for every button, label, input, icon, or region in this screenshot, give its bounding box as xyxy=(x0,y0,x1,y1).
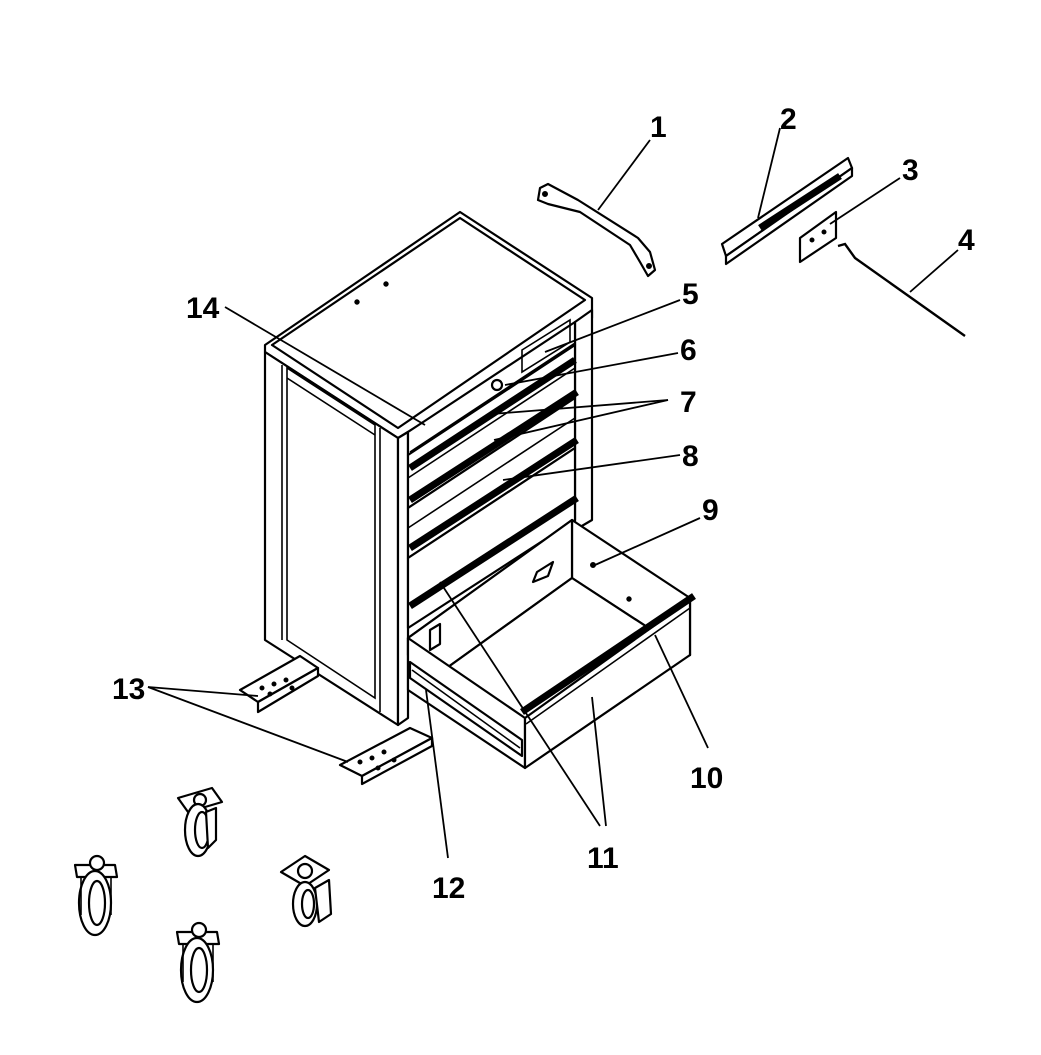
open-drawer xyxy=(406,518,696,770)
callout-10: 10 xyxy=(690,762,723,795)
caster-1 xyxy=(176,786,224,858)
callout-6: 6 xyxy=(680,334,697,367)
leader-lines xyxy=(147,127,959,859)
cabinet-body xyxy=(263,210,594,727)
caster-3 xyxy=(279,854,333,928)
callout-2: 2 xyxy=(780,103,797,136)
callout-14: 14 xyxy=(186,292,220,325)
part-2-drawer-slide xyxy=(720,156,854,266)
callout-8: 8 xyxy=(682,440,699,473)
callout-1: 1 xyxy=(650,111,667,144)
caster-2 xyxy=(73,854,119,937)
callout-3: 3 xyxy=(902,154,919,187)
part-4-lock-rod xyxy=(837,242,966,337)
callout-7: 7 xyxy=(680,386,697,419)
callout-4: 4 xyxy=(958,224,975,257)
callout-12: 12 xyxy=(432,872,465,905)
part-1-bracket xyxy=(536,182,657,278)
callout-labels: 1 2 3 4 5 6 7 8 9 10 11 12 13 14 xyxy=(112,103,975,905)
callout-13: 13 xyxy=(112,673,145,706)
bottom-rails xyxy=(238,654,434,786)
callout-11: 11 xyxy=(587,842,619,875)
callout-5: 5 xyxy=(682,278,699,311)
closed-drawers xyxy=(406,343,579,630)
part-3-clip xyxy=(798,210,838,264)
caster-4 xyxy=(175,921,221,1004)
callout-9: 9 xyxy=(702,494,719,527)
